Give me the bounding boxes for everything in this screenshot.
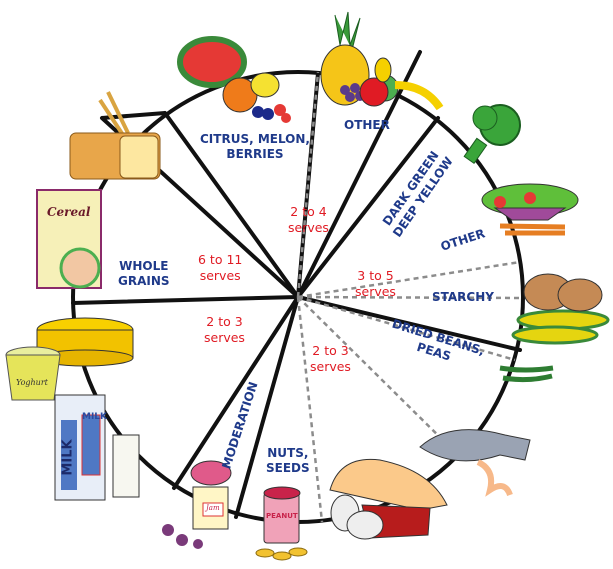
apples-icon	[359, 74, 399, 107]
cheese-icon	[36, 317, 134, 367]
salad-bowl-icon	[481, 183, 579, 221]
serves-line: 3 to 5	[357, 268, 394, 283]
corn-icon	[511, 309, 610, 345]
serves-line: serves	[204, 330, 245, 345]
shrimp-icon	[476, 459, 513, 497]
yoghurt-text: Yoghurt	[16, 378, 48, 387]
carrots-icon	[499, 223, 566, 236]
label-citrus-melon-berries: CITRUS, MELON, BERRIES	[200, 132, 310, 162]
label-line: STARCHY	[432, 290, 494, 304]
serves-line: 2 to 3	[206, 314, 243, 329]
peanuts-icon	[255, 547, 308, 561]
berries-icon	[252, 104, 291, 123]
label-whole-grains: WHOLE GRAINS	[118, 259, 170, 289]
potatoes-icon	[523, 273, 603, 312]
dashed-dividers	[296, 71, 523, 523]
milk-side-text: MILK	[82, 412, 108, 422]
broccoli-icon	[463, 104, 521, 164]
jam-jar-icon	[190, 460, 232, 530]
serves-line: serves	[355, 284, 396, 299]
label-line: OTHER	[344, 118, 390, 132]
milk-carton-icon	[54, 394, 140, 501]
serves-line: 6 to 11	[198, 252, 243, 267]
pear-icon	[374, 57, 392, 83]
serves-line: serves	[310, 359, 351, 374]
label-line: GRAINS	[118, 274, 170, 288]
cereal-box-text: Cereal	[47, 205, 91, 219]
banana-icon	[394, 81, 444, 111]
green-beans-icon	[499, 365, 554, 383]
serves-line: 2 to 3	[312, 343, 349, 358]
peanut-butter-icon	[263, 486, 301, 544]
lemon-icon	[250, 72, 280, 98]
label-starchy: STARCHY	[432, 290, 494, 305]
label-line: SEEDS	[266, 461, 310, 475]
label-line: BERRIES	[226, 147, 284, 161]
serves-meat: 2 to 3 serves	[310, 343, 351, 375]
yoghurt-icon	[5, 346, 61, 401]
serves-dairy: 2 to 3 serves	[204, 314, 245, 346]
serves-fruits: 2 to 4 serves	[288, 204, 329, 236]
watermelon-icon	[177, 36, 247, 88]
eggs-icon	[330, 494, 384, 540]
label-line: NUTS,	[267, 446, 309, 460]
jam-jar-text: Jam	[206, 504, 220, 512]
milk-front-text: MILK	[60, 439, 76, 476]
peanut-jar-text: PEANUT	[266, 512, 298, 520]
serves-line: 2 to 4	[290, 204, 327, 219]
serves-line: serves	[288, 220, 329, 235]
chicken-icon	[329, 458, 448, 511]
cereal-box-icon	[36, 189, 102, 289]
serves-line: serves	[199, 268, 241, 283]
fish-icon	[419, 429, 531, 462]
serves-vegetables: 3 to 5 serves	[355, 268, 396, 300]
candies-icon	[162, 524, 203, 549]
label-line: WHOLE	[119, 259, 169, 273]
bread-icon	[69, 91, 161, 180]
label-fruit-other: OTHER	[344, 118, 390, 133]
label-nuts-seeds: NUTS, SEEDS	[266, 446, 310, 476]
label-line: CITRUS, MELON,	[200, 132, 310, 146]
serves-breads: 6 to 11 serves	[198, 252, 242, 284]
